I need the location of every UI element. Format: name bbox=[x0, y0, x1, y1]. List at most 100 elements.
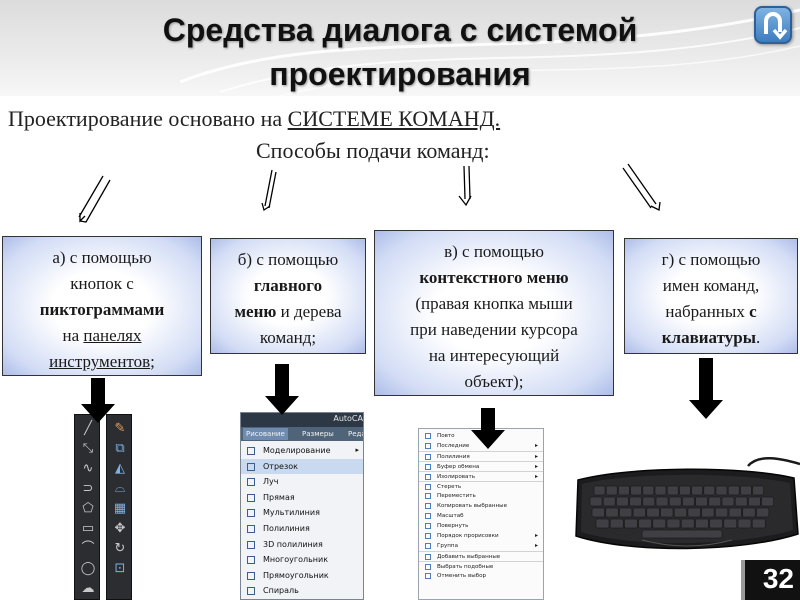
keyboard-key bbox=[742, 507, 756, 518]
menu-item-xline[interactable]: Прямая bbox=[241, 490, 363, 506]
context-item-icon bbox=[425, 503, 431, 509]
method-d-bold1: с bbox=[749, 302, 757, 321]
toolbar-panel-modify: ✎ ⧉ ◭ ⌓ ▦ ✥ ↻ ⊡ bbox=[106, 414, 132, 600]
menu-item-label: Отрезок bbox=[263, 461, 298, 471]
spline-tool-icon[interactable]: ∿ bbox=[82, 461, 94, 476]
polyline-icon bbox=[247, 524, 255, 533]
xline-icon bbox=[247, 493, 255, 502]
context-menu-item[interactable]: Последние▸ bbox=[419, 441, 543, 451]
circle-tool-icon[interactable]: ◯ bbox=[80, 561, 96, 576]
context-menu-item[interactable]: Переместить bbox=[419, 491, 543, 501]
keyboard-key bbox=[715, 507, 729, 518]
context-item-label: Масштаб bbox=[437, 513, 464, 519]
arc-tool-icon[interactable]: ⊃ bbox=[82, 481, 94, 496]
cloud-tool-icon[interactable]: ☁ bbox=[81, 581, 95, 596]
context-menu-item[interactable]: Повто bbox=[419, 431, 543, 441]
context-menu-item[interactable]: Полилиния▸ bbox=[419, 451, 543, 461]
context-menu-item[interactable]: Стереть bbox=[419, 481, 543, 491]
keyboard-key bbox=[642, 496, 656, 507]
context-item-icon bbox=[425, 573, 431, 579]
context-item-icon bbox=[425, 533, 431, 539]
keyboard-key bbox=[593, 485, 606, 496]
context-item-label: Повто bbox=[437, 433, 455, 439]
menu-item-multiline[interactable]: Мультилиния bbox=[241, 505, 363, 521]
keyboard-key bbox=[691, 485, 703, 496]
decorative-lines bbox=[180, 8, 800, 96]
array-tool-icon[interactable]: ▦ bbox=[113, 501, 127, 516]
context-item-icon bbox=[425, 513, 431, 519]
polygon-tool-icon[interactable]: ⬠ bbox=[82, 501, 94, 516]
rectangle-tool-icon[interactable]: ▭ bbox=[81, 521, 95, 536]
menu-item-3d-polyline[interactable]: 3D полилиния bbox=[241, 537, 363, 553]
home-button[interactable] bbox=[754, 6, 792, 44]
context-menu-item[interactable]: Повернуть bbox=[419, 521, 543, 531]
method-c-box: в) с помощью контекстного меню (правая к… bbox=[374, 230, 614, 396]
modeling-icon bbox=[247, 447, 255, 455]
menu-item-ray[interactable]: Луч bbox=[241, 474, 363, 490]
erase-tool-icon[interactable]: ✎ bbox=[114, 421, 126, 436]
menu-item-modeling[interactable]: Моделирование▸ bbox=[241, 443, 363, 459]
context-menu-item[interactable]: Изолировать▸ bbox=[419, 471, 543, 481]
menu-item-polyline[interactable]: Полилиния bbox=[241, 521, 363, 537]
keyboard-key bbox=[654, 485, 667, 496]
mirror-tool-icon[interactable]: ◭ bbox=[115, 461, 125, 476]
menu-item-label: 3D полилиния bbox=[263, 539, 323, 549]
method-c-line2: контекстного меню bbox=[379, 267, 609, 289]
keyboard-key bbox=[605, 485, 618, 496]
context-menu-item[interactable]: Масштаб bbox=[419, 511, 543, 521]
context-item-label: Изолировать bbox=[437, 474, 476, 480]
keyboard-key bbox=[666, 518, 681, 529]
method-a-bold: пиктограммами bbox=[39, 300, 165, 319]
page-number-text: 32 bbox=[762, 563, 794, 594]
line-icon bbox=[247, 462, 255, 471]
keyboard-spacebar bbox=[641, 529, 723, 539]
keyboard-key bbox=[679, 485, 691, 496]
keyboard-key bbox=[703, 485, 716, 496]
context-menu-item[interactable]: Порядок прорисовки▸ bbox=[419, 531, 543, 541]
context-menu-item[interactable]: Отменить выбор bbox=[419, 571, 543, 581]
context-menu-item[interactable]: Группа▸ bbox=[419, 541, 543, 551]
method-d-box: г) с помощью имен команд, набранных с кл… bbox=[624, 238, 798, 354]
menu-tab-edit[interactable]: Реда bbox=[348, 430, 364, 438]
context-menu-item[interactable]: Буфер обмена▸ bbox=[419, 461, 543, 471]
curve-tool-icon[interactable]: ⌒ bbox=[81, 541, 95, 556]
move-tool-icon[interactable]: ✥ bbox=[114, 521, 126, 536]
polygon-icon bbox=[247, 556, 255, 565]
menu-item-helix[interactable]: Спираль bbox=[241, 583, 363, 599]
context-item-icon bbox=[425, 433, 431, 439]
keyboard-key bbox=[629, 496, 642, 507]
draw-menu-list: Моделирование▸ Отрезок Луч Прямая Мульти… bbox=[241, 443, 363, 599]
menu-item-polygon[interactable]: Многоугольник bbox=[241, 552, 363, 568]
title-line-2: проектирования bbox=[269, 56, 531, 92]
keyboard-key bbox=[761, 496, 774, 507]
menu-item-label: Спираль bbox=[263, 586, 299, 596]
keyboard-key bbox=[723, 518, 738, 529]
subheading: Способы подачи команд: bbox=[256, 138, 490, 163]
context-item-label: Выбрать подобные bbox=[437, 564, 494, 570]
intro-underlined: СИСТЕМЕ КОМАНД. bbox=[287, 106, 501, 131]
menu-tab-draw[interactable]: Рисование bbox=[243, 428, 288, 440]
context-menu-item[interactable]: Добавить выбранные bbox=[419, 551, 543, 561]
rotate-tool-icon[interactable]: ↻ bbox=[114, 541, 126, 556]
menu-item-line[interactable]: Отрезок bbox=[241, 458, 363, 475]
app-title: AutoCA bbox=[333, 414, 363, 423]
context-menu-item[interactable]: Выбрать подобные bbox=[419, 561, 543, 571]
context-menu-item[interactable]: Копировать выбранные bbox=[419, 501, 543, 511]
context-item-icon bbox=[425, 474, 431, 480]
context-item-label: Порядок прорисовки bbox=[437, 533, 499, 539]
keyboard-icon bbox=[575, 457, 800, 550]
method-a-line2: кнопок с bbox=[70, 274, 134, 293]
scale-tool-icon[interactable]: ⊡ bbox=[114, 561, 126, 576]
polyline-tool-icon[interactable]: ⤡ bbox=[82, 441, 94, 456]
branch-arrows bbox=[78, 163, 661, 223]
menu-item-label: Полилиния bbox=[263, 523, 310, 533]
context-item-label: Последние bbox=[437, 443, 470, 449]
keyboard-key bbox=[727, 485, 740, 496]
copy-tool-icon[interactable]: ⧉ bbox=[115, 441, 125, 456]
offset-tool-icon[interactable]: ⌓ bbox=[114, 481, 126, 496]
menu-item-rectangle[interactable]: Прямоугольник bbox=[241, 568, 363, 584]
keyboard-key bbox=[595, 518, 610, 529]
menu-tab-dimensions[interactable]: Размеры bbox=[302, 430, 334, 438]
line-tool-icon[interactable]: ╱ bbox=[84, 421, 92, 436]
